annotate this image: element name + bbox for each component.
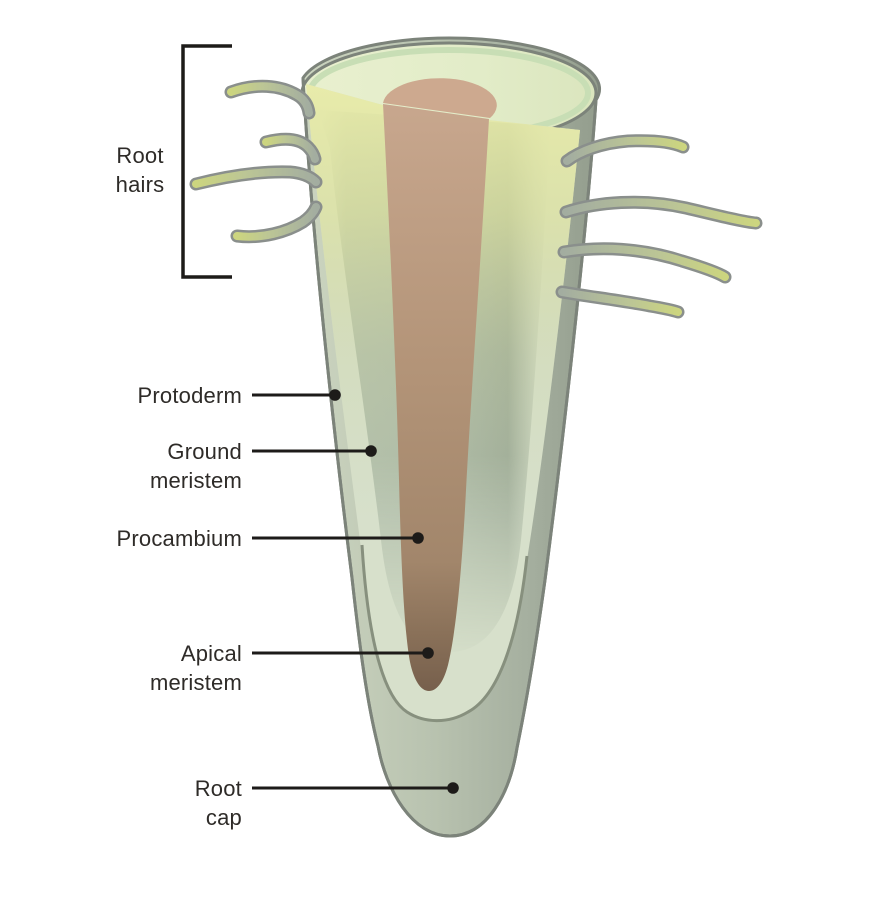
root-hair [562, 198, 760, 227]
label-protoderm-line1: Protoderm [137, 383, 242, 408]
root-cap-dot [447, 782, 459, 794]
label-root-cap-line1: Root [194, 776, 242, 801]
root-hair [563, 136, 687, 165]
root-hair [227, 82, 313, 117]
label-protoderm: Protoderm [40, 381, 242, 410]
label-apical-meristem-line1: Apical [180, 641, 242, 666]
root-hair [233, 203, 320, 241]
label-root-hairs: Root hairs [70, 141, 210, 199]
label-procambium: Procambium [40, 524, 242, 553]
label-root-cap: Root cap [40, 774, 242, 832]
procambium-dot [412, 532, 424, 544]
label-ground-meristem: Ground meristem [40, 437, 242, 495]
leader-lines [252, 389, 459, 794]
root-hairs-bracket [181, 44, 232, 279]
procambium-column [383, 104, 489, 691]
root-hair [560, 244, 729, 281]
label-ground-meristem-line1: Ground [167, 439, 242, 464]
root-hair [558, 288, 682, 316]
root-hair [262, 135, 319, 163]
root-hairs-right [555, 134, 763, 319]
procambium-top-disc [383, 78, 497, 118]
apical-meristem-dot [422, 647, 434, 659]
label-root-hairs-line1: Root [116, 143, 164, 168]
root-cap-boundary [360, 544, 529, 723]
label-apical-meristem: Apical meristem [40, 639, 242, 697]
label-root-cap-line2: cap [205, 805, 242, 830]
root-hair [192, 167, 320, 188]
label-ground-meristem-line2: meristem [149, 468, 242, 493]
root-hairs-left [189, 79, 323, 244]
label-apical-meristem-line2: meristem [149, 670, 242, 695]
ground-meristem-dot [365, 445, 377, 457]
protoderm-dot [329, 389, 341, 401]
root-outline [301, 77, 598, 838]
label-root-hairs-line2: hairs [115, 172, 165, 197]
label-procambium-line1: Procambium [116, 526, 242, 551]
